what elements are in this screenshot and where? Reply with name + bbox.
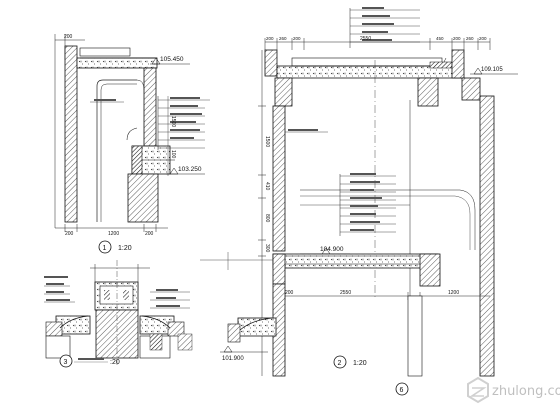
detail1-tag: 1 xyxy=(103,245,107,252)
detail1-dim-bottom-2: 1200 xyxy=(108,231,119,237)
detail2-dim-top-7: 260 xyxy=(466,36,474,41)
detail-3: 3 :20 xyxy=(44,260,193,368)
detail1-scale: 1:20 xyxy=(118,245,132,252)
detail2-dim-top-5: 450 xyxy=(436,36,444,41)
detail1-parapet xyxy=(64,45,78,223)
detail2-dim-mid-3: 1200 xyxy=(448,290,459,296)
detail1-dim-top: 200 xyxy=(64,34,73,40)
detail2-dim-top-8: 200 xyxy=(479,36,487,41)
detail2-dim-top-2: 260 xyxy=(279,36,287,41)
detail3-scale: :20 xyxy=(110,359,120,366)
axis-tag-circle xyxy=(395,382,409,396)
detail2-dim-mid-1: 200 xyxy=(285,290,294,296)
detail2-elev-mid: 104.900 xyxy=(320,246,344,253)
detail1-dim-side-1: 1500 xyxy=(170,116,176,127)
detail2-dim-left-3: 800 xyxy=(264,214,270,223)
detail1-elev-bottom: 103.250 xyxy=(178,166,202,173)
detail2-right-wall xyxy=(479,95,495,377)
detail3-tag: 3 xyxy=(64,359,68,366)
detail-2: 200 260 200 2550 450 200 260 200 109.105 xyxy=(200,7,518,396)
detail2-left-wall xyxy=(272,105,286,252)
detail2-dim-left-1: 1500 xyxy=(264,136,270,147)
detail2-dim-top-4: 2550 xyxy=(360,36,371,42)
detail2-dim-left-2: 410 xyxy=(264,182,270,191)
detail3-tag-circle xyxy=(59,354,73,368)
axis-tag: 6 xyxy=(400,387,404,394)
detail1-tag-circle xyxy=(98,240,112,254)
detail2-left-parapet xyxy=(264,49,278,77)
detail2-right-parapet xyxy=(451,49,465,79)
detail1-right-wall xyxy=(143,67,157,147)
detail2-dim-top-3: 200 xyxy=(293,36,301,41)
detail2-dim-top-1: 200 xyxy=(266,36,274,41)
detail1-dim-bottom-1: 200 xyxy=(65,231,74,237)
detail-1: 200 xyxy=(54,34,210,254)
detail2-elev-top-right: 109.105 xyxy=(481,67,503,73)
detail2-tag: 2 xyxy=(338,360,342,367)
detail2-dim-top-6: 200 xyxy=(453,36,461,41)
watermark-logo xyxy=(467,376,489,404)
detail1-roof-slab xyxy=(76,57,158,69)
detail2-tag-circle xyxy=(333,355,347,369)
detail2-dim-mid-2: 2550 xyxy=(340,290,351,296)
detail2-elev-bottom-left: 101.900 xyxy=(222,356,244,362)
detail2-scale: 1:20 xyxy=(353,360,367,367)
detail2-dim-left-4: 300 xyxy=(264,244,270,253)
watermark: zhulong.com xyxy=(467,376,560,404)
detail1-dim-side-2: 100 xyxy=(170,150,176,159)
detail1-dim-bottom-3: 200 xyxy=(145,231,154,237)
watermark-text: zhulong.com xyxy=(492,384,560,399)
detail1-elev-top: 105.450 xyxy=(160,56,184,63)
